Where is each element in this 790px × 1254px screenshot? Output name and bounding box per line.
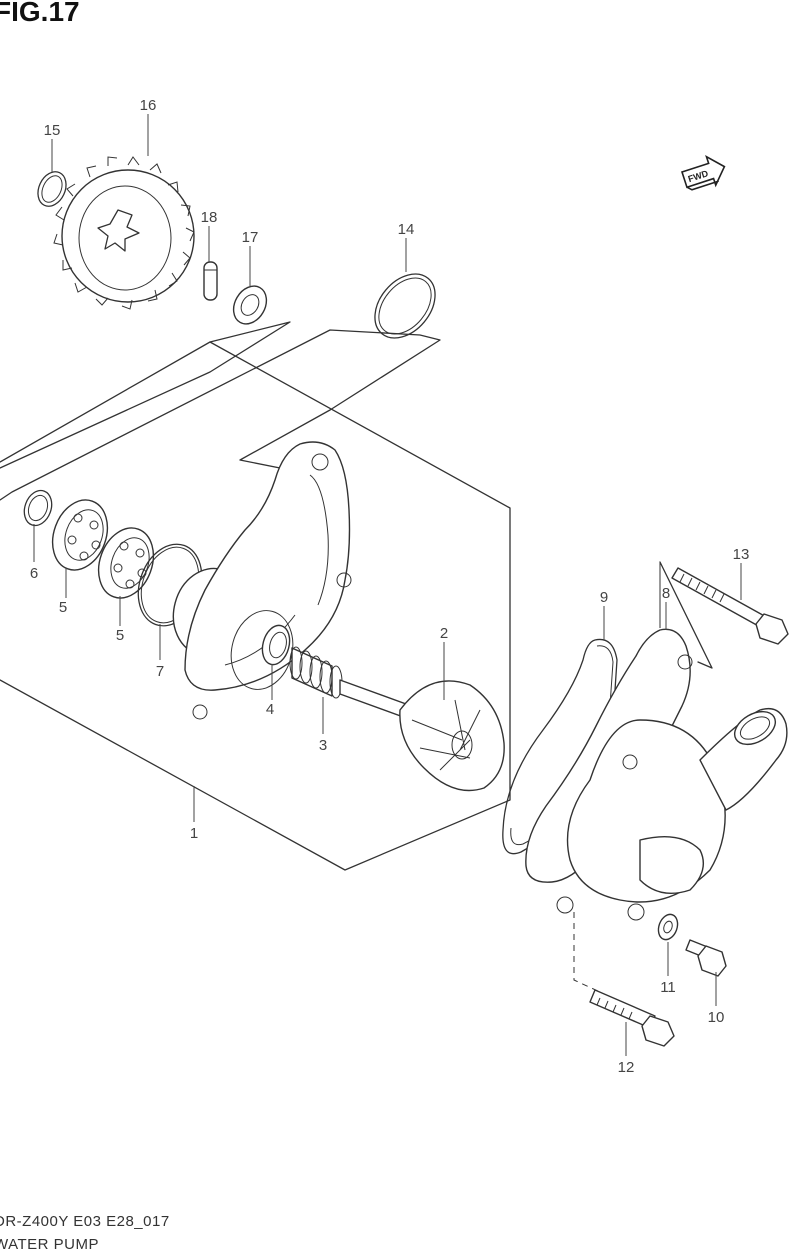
part-11-washer xyxy=(657,913,679,941)
label-17: 17 xyxy=(242,229,259,246)
fwd-arrow-icon: FWD xyxy=(680,155,726,191)
part-6-circlip xyxy=(23,489,53,527)
label-5-b: 5 xyxy=(116,627,124,644)
label-6: 6 xyxy=(30,565,38,582)
label-10: 10 xyxy=(708,1009,725,1026)
label-7: 7 xyxy=(156,663,164,680)
part-5-bearing-outer xyxy=(51,499,109,571)
label-12: 12 xyxy=(618,1059,635,1076)
part-16-sprocket xyxy=(53,156,195,310)
part-14-o-ring xyxy=(374,273,436,339)
part-15-circlip xyxy=(37,171,67,207)
label-18: 18 xyxy=(201,209,218,226)
part-2-impeller xyxy=(339,679,505,792)
section-name: WATER PUMP xyxy=(0,1236,99,1253)
leader-lines xyxy=(33,114,742,1056)
label-11: 11 xyxy=(660,979,676,996)
figure-title: FIG.17 xyxy=(0,0,80,27)
label-2: 2 xyxy=(440,625,448,642)
label-13: 13 xyxy=(733,546,750,563)
label-5-a: 5 xyxy=(59,599,67,616)
label-3: 3 xyxy=(319,737,327,754)
label-1: 1 xyxy=(190,825,198,842)
assembly-outline xyxy=(0,321,511,871)
part-10-bolt xyxy=(685,939,727,977)
reference-labels: 16 15 18 17 14 6 5 5 7 4 3 2 1 9 8 13 11… xyxy=(30,97,750,1076)
part-3-mechanical-seal xyxy=(289,646,343,699)
label-4: 4 xyxy=(266,701,274,718)
label-14: 14 xyxy=(398,221,415,238)
part-1-pump-body xyxy=(172,441,352,720)
part-12-bolt xyxy=(573,912,675,1047)
label-9: 9 xyxy=(600,589,608,606)
label-8: 8 xyxy=(662,585,670,602)
part-8-pump-cover xyxy=(525,561,788,921)
part-4-oil-seal xyxy=(261,624,291,666)
part-13-bolt xyxy=(671,567,789,645)
part-17-washer xyxy=(232,285,268,325)
label-16: 16 xyxy=(140,97,157,114)
model-code: DR-Z400Y E03 E28_017 xyxy=(0,1213,170,1230)
label-15: 15 xyxy=(44,122,61,139)
part-18-pin xyxy=(203,261,218,301)
